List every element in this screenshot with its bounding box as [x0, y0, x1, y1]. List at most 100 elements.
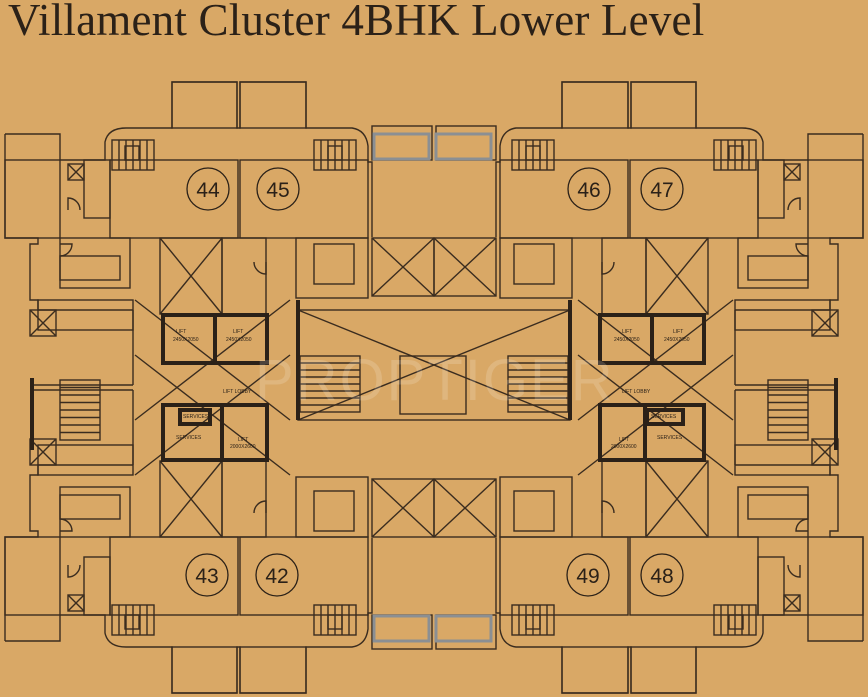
door-swing — [787, 197, 801, 211]
room — [4, 536, 61, 616]
balcony — [561, 646, 629, 694]
unit-42-label: 42 — [265, 565, 288, 588]
toilet — [757, 556, 785, 616]
glass-rail — [372, 614, 431, 643]
corridor-room — [499, 476, 573, 538]
duct — [811, 309, 839, 337]
shaft-cross — [29, 309, 57, 337]
lift-shaft — [433, 237, 497, 297]
lift-dimension: 2000X2600 — [230, 444, 256, 450]
balcony — [630, 81, 697, 129]
utility — [747, 494, 809, 520]
lift-dimension: 2450X2050 — [664, 337, 690, 343]
services-core — [598, 403, 706, 462]
lobby-diagonal — [134, 299, 291, 421]
room — [239, 536, 369, 616]
balcony — [239, 81, 307, 129]
shaft-cross — [645, 237, 709, 315]
toilet — [83, 159, 111, 219]
lift-dimension: 2000X2600 — [611, 444, 637, 450]
duct — [29, 309, 57, 337]
utility — [59, 494, 121, 520]
balcony — [239, 646, 307, 694]
lift-label: LIFT — [176, 329, 186, 335]
shaft-cross — [433, 478, 497, 538]
shaft-cross — [371, 478, 435, 538]
plan-quadrant — [4, 81, 435, 421]
shaft-cross — [159, 460, 223, 538]
unit-49-label: 49 — [576, 565, 599, 588]
balcony — [561, 81, 629, 129]
door-swing — [253, 500, 267, 514]
lift-dimension: 2450X2050 — [173, 337, 199, 343]
balcony — [371, 125, 433, 161]
lift-label: LIFT — [673, 329, 683, 335]
door-swing — [795, 243, 809, 257]
duct — [29, 438, 57, 466]
shaft-cross — [67, 163, 85, 181]
unit-48-marker: 48 — [640, 553, 684, 597]
landing — [124, 614, 140, 630]
shaft-cross — [811, 438, 839, 466]
door-swing — [67, 197, 81, 211]
door-swing — [67, 564, 81, 578]
wash — [734, 444, 831, 476]
services-core — [161, 403, 269, 462]
unit-43-marker: 43 — [185, 553, 229, 597]
plan-quadrant — [433, 81, 864, 421]
services-label: SERVICES — [651, 414, 677, 420]
lift-label: LIFT — [619, 437, 629, 443]
utility — [59, 255, 121, 281]
lobby-diagonal — [577, 299, 734, 421]
lift-label: LIFT — [233, 329, 243, 335]
wash — [37, 299, 134, 331]
corridor-room — [295, 237, 369, 299]
balcony — [171, 646, 238, 694]
services-label: SERVICES — [657, 435, 683, 441]
unit-49-marker: 49 — [566, 553, 610, 597]
shaft-cross — [645, 460, 709, 538]
shaft-cross — [371, 237, 435, 297]
toilet — [313, 490, 355, 532]
atrium-diagonal — [297, 309, 571, 421]
balcony — [171, 81, 238, 129]
utility — [747, 255, 809, 281]
wash — [734, 299, 831, 331]
lift-shaft — [433, 478, 497, 538]
core-room — [221, 460, 267, 538]
room — [109, 536, 239, 616]
door-swing — [787, 564, 801, 578]
balcony — [630, 646, 697, 694]
lift-lobby-label: LIFT LOBBY — [223, 389, 252, 395]
toilet — [757, 159, 785, 219]
services-room — [178, 408, 212, 426]
shaft-cross — [433, 237, 497, 297]
toilet — [513, 243, 555, 285]
toilet — [83, 556, 111, 616]
room — [499, 159, 629, 239]
services-label: SERVICES — [183, 414, 209, 420]
shaft-cross — [811, 309, 839, 337]
lobby-diagonal — [134, 354, 291, 476]
glass-rail — [372, 132, 431, 161]
unit-42-marker: 42 — [255, 553, 299, 597]
plan-quadrant — [433, 354, 864, 694]
core-room — [601, 460, 647, 538]
shaft-cross — [67, 594, 85, 612]
unit-44-marker: 44 — [186, 167, 230, 211]
toilet — [313, 243, 355, 285]
lift-dimension: 2450X2050 — [614, 337, 640, 343]
balcony — [435, 125, 497, 161]
shaft-cross — [783, 594, 801, 612]
unit-46-label: 46 — [577, 179, 600, 202]
room — [4, 159, 61, 239]
core-room — [399, 355, 467, 415]
unit-47-marker: 47 — [640, 167, 684, 211]
unit-45-label: 45 — [266, 179, 289, 202]
unit-47-label: 47 — [650, 179, 673, 202]
unit-43-label: 43 — [195, 565, 218, 588]
unit-48-label: 48 — [650, 565, 673, 588]
balcony-glazing — [372, 132, 493, 643]
landing — [327, 145, 343, 161]
landing — [327, 614, 343, 630]
